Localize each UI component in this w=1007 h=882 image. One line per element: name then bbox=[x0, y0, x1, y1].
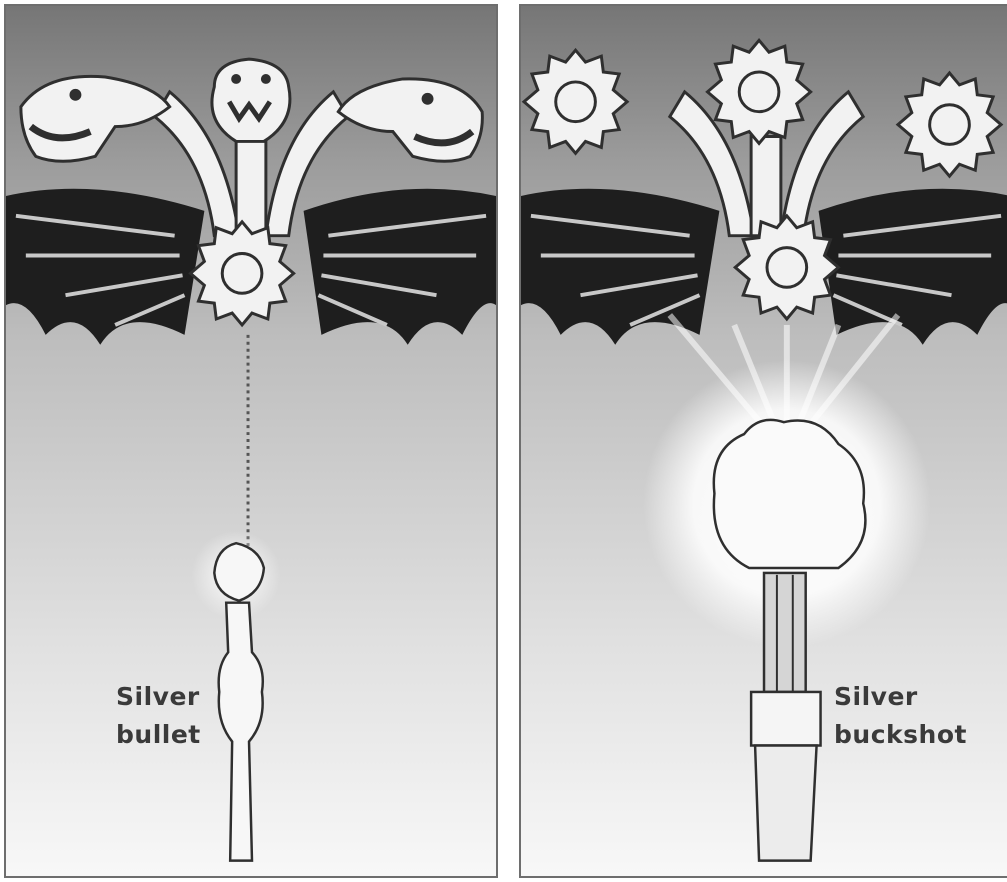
gear-icon bbox=[190, 222, 293, 325]
gun-icon bbox=[219, 603, 263, 861]
label-line-2: bullet bbox=[116, 716, 201, 754]
silver-bullet-scene bbox=[6, 6, 496, 876]
silver-bullet-panel: Silver bullet bbox=[4, 4, 498, 878]
left-wing-icon bbox=[6, 189, 204, 345]
silver-bullet-label: Silver bullet bbox=[116, 678, 201, 754]
gear-icon bbox=[524, 50, 627, 153]
label-line-1: Silver bbox=[116, 678, 201, 716]
gear-icon bbox=[707, 40, 810, 143]
gear-icon bbox=[898, 73, 1001, 176]
label-line-2: buckshot bbox=[834, 716, 967, 754]
monster-neck-center bbox=[751, 136, 781, 235]
silver-buckshot-panel: Silver buckshot bbox=[519, 4, 1007, 878]
right-wing-icon bbox=[304, 189, 496, 345]
label-line-1: Silver bbox=[834, 678, 967, 716]
right-wing-icon bbox=[819, 189, 1007, 345]
left-wing-icon bbox=[521, 189, 719, 345]
silver-buckshot-label: Silver buckshot bbox=[834, 678, 967, 754]
